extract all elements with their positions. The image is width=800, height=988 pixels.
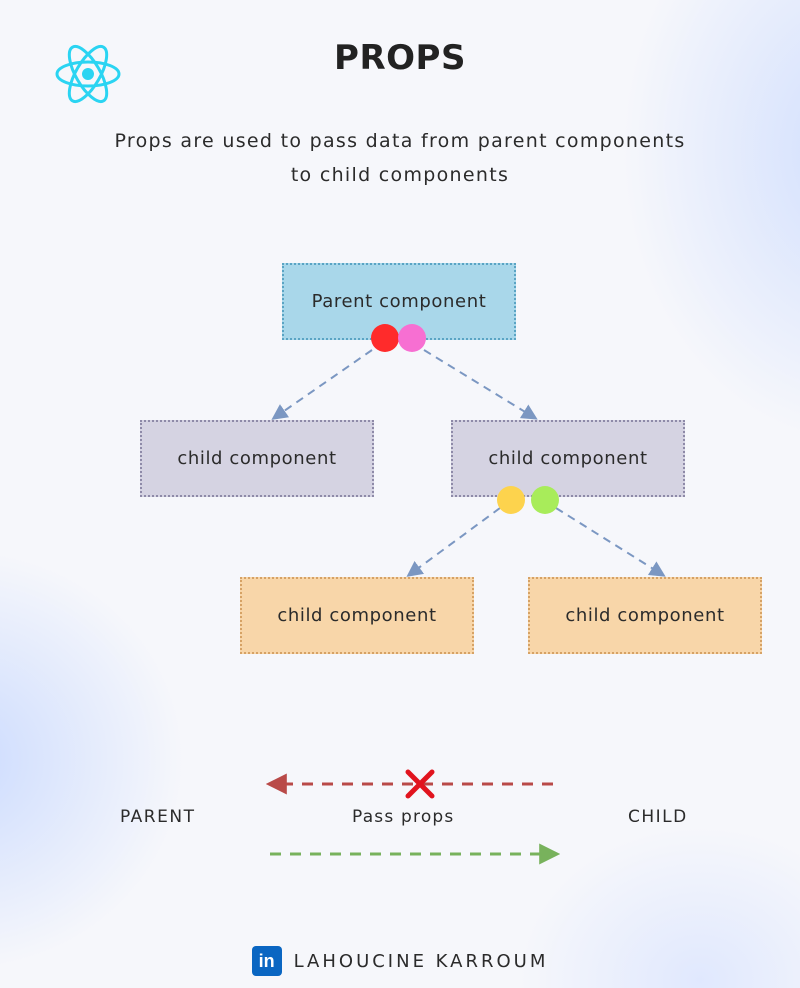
footer: in LAHOUCINE KARROUM — [0, 946, 800, 976]
blocked-x-icon — [405, 769, 435, 799]
linkedin-icon: in — [251, 946, 282, 976]
author-name: LAHOUCINE KARROUM — [293, 950, 549, 972]
child-component-box-right: child component — [451, 420, 685, 497]
arrow-child-to-grandchild-right — [555, 507, 666, 577]
grandchild-component-box-left: child component — [240, 577, 474, 654]
prop-dot-yellow — [497, 486, 525, 514]
prop-dot-red — [371, 324, 399, 352]
arrow-child-to-grandchild-left — [406, 507, 501, 577]
page-title: PROPS — [334, 38, 466, 78]
react-logo-icon — [55, 44, 121, 104]
child-component-box-left: child component — [140, 420, 374, 497]
page-subtitle: Props are used to pass data from parent … — [114, 130, 686, 186]
grandchild-component-box-right: child component — [528, 577, 762, 654]
legend-parent-label: PARENT — [120, 807, 196, 827]
parent-component-box: Parent component — [282, 263, 516, 340]
arrow-parent-to-child-left — [271, 349, 373, 420]
arrow-parent-to-child-right — [423, 349, 538, 420]
legend-pass-props-label: Pass props — [352, 807, 455, 827]
legend-child-label: CHILD — [628, 807, 688, 827]
prop-dot-green — [531, 486, 559, 514]
prop-dot-pink — [398, 324, 426, 352]
